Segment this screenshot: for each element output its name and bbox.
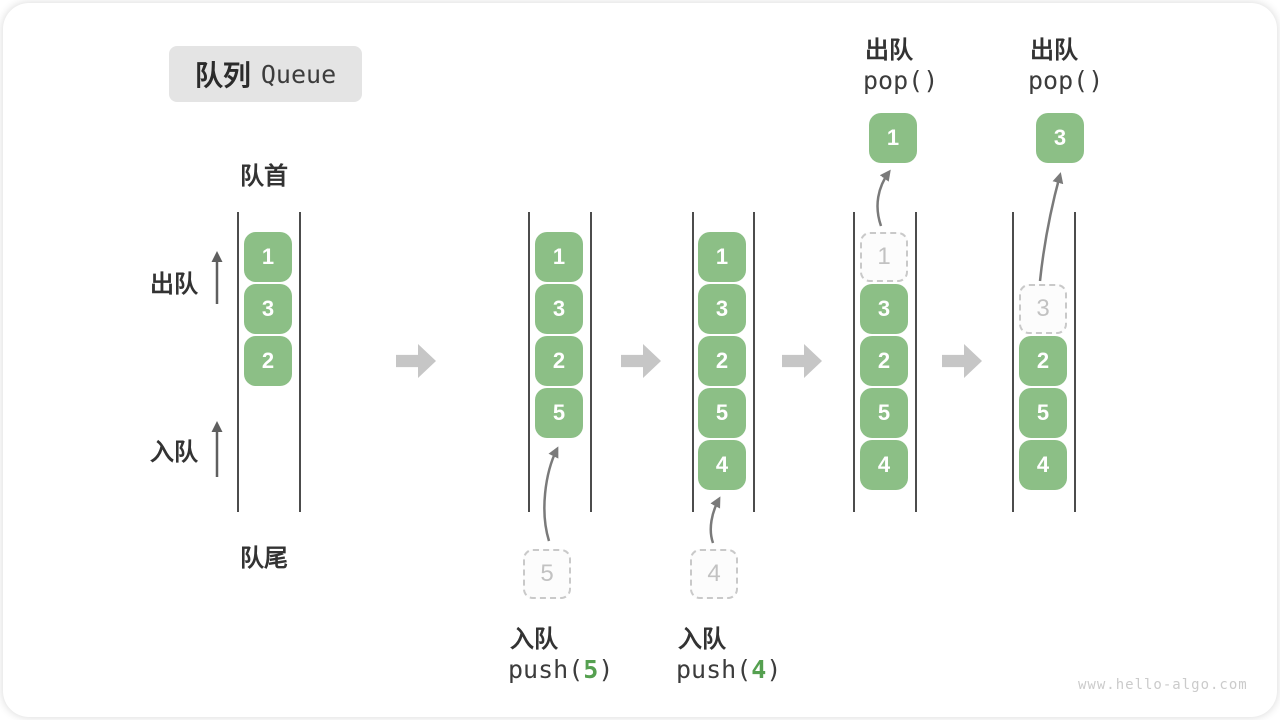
queue-cell: 5 (698, 388, 746, 438)
queue-cell: 5 (535, 388, 583, 438)
pop1-code: pop() (863, 66, 939, 95)
queue-cell: 3 (698, 284, 746, 334)
title-badge: 队列 Queue (169, 46, 362, 102)
queue-cell: 1 (535, 232, 583, 282)
queue-cell: 4 (1019, 440, 1067, 490)
queue5-left-wall (1012, 212, 1014, 512)
title-en: Queue (260, 59, 337, 89)
code-arg: 4 (751, 655, 767, 684)
enqueue-op-label: 入队 (510, 626, 558, 653)
code-suffix: ) (766, 655, 782, 684)
popped-cell: 1 (869, 113, 917, 163)
queue-cell: 3 (535, 284, 583, 334)
watermark: www.hello-algo.com (1078, 677, 1248, 693)
code-suffix: ) (598, 655, 614, 684)
enqueue-side-label: 入队 (150, 439, 198, 466)
queue3-right-wall (753, 212, 755, 512)
queue2-right-wall (590, 212, 592, 512)
dequeue-side-label: 出队 (150, 271, 198, 298)
queue3-left-wall (692, 212, 694, 512)
queue-cell-ghost: 1 (860, 232, 908, 282)
staged-cell: 5 (523, 549, 571, 599)
popped-cell: 3 (1036, 113, 1084, 163)
queue1-right-wall (299, 212, 301, 512)
queue-cell: 2 (698, 336, 746, 386)
queue-cell: 4 (698, 440, 746, 490)
queue-cell: 4 (860, 440, 908, 490)
pop3-code: pop() (1028, 66, 1104, 95)
queue4-right-wall (915, 212, 917, 512)
queue-cell: 1 (244, 232, 292, 282)
queue-cell-ghost: 3 (1019, 284, 1067, 334)
queue-cell: 3 (244, 284, 292, 334)
queue5-right-wall (1074, 212, 1076, 512)
queue-cell: 2 (244, 336, 292, 386)
code-arg: 5 (583, 655, 599, 684)
enqueue-op-label: 入队 (678, 626, 726, 653)
dequeue-op-label: 出队 (865, 37, 913, 64)
code-prefix: push( (676, 655, 752, 684)
queue1-left-wall (237, 212, 239, 512)
queue-cell: 2 (860, 336, 908, 386)
queue-cell: 3 (860, 284, 908, 334)
queue-cell: 2 (1019, 336, 1067, 386)
queue4-left-wall (853, 212, 855, 512)
queue2-left-wall (528, 212, 530, 512)
push4-code: push(4) (676, 655, 781, 684)
title-zh: 队列 (194, 60, 251, 91)
push5-code: push(5) (508, 655, 613, 684)
queue-cell: 5 (1019, 388, 1067, 438)
queue-cell: 1 (698, 232, 746, 282)
queue-cell: 5 (860, 388, 908, 438)
queue-cell: 2 (535, 336, 583, 386)
staged-cell: 4 (690, 549, 738, 599)
code-prefix: push( (508, 655, 584, 684)
dequeue-op-label: 出队 (1030, 37, 1078, 64)
queue-tail-label: 队尾 (240, 545, 288, 572)
queue-front-label: 队首 (240, 163, 288, 190)
